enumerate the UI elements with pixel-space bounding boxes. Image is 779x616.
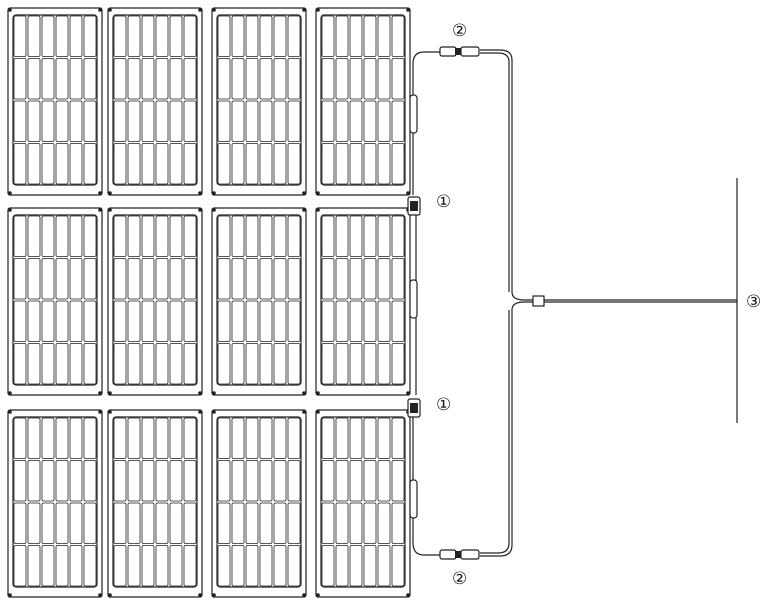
panel-array-1 [8,8,410,195]
grommet-icon [198,593,202,597]
solar-panel-arrays [8,8,410,597]
array-connector-icon [408,197,420,215]
grommet-icon [212,208,216,212]
mc4-connector-icon [440,550,479,559]
grommet-icon [98,191,102,195]
grommet-icon [98,410,102,414]
grommet-icon [108,191,112,195]
grommet-icon [406,191,410,195]
solar-panel [108,410,202,597]
grommet-icon [302,191,306,195]
grommet-icon [302,8,306,12]
grommet-icon [108,208,112,212]
mc4-connector-icon [440,47,479,56]
solar-panel [8,208,102,395]
cable-segment [480,53,509,292]
connectors [408,47,544,559]
grommet-icon [108,391,112,395]
cable-segment [480,50,512,292]
callout-connector-1-bottom: ① [436,395,451,415]
grommet-icon [198,8,202,12]
grommet-icon [406,8,410,12]
grommet-icon [406,593,410,597]
panel-array-3 [8,410,410,597]
grommet-icon [212,410,216,414]
inline-fuse-icon [410,95,417,133]
solar-panel [8,8,102,195]
grommet-icon [8,391,12,395]
grommet-icon [198,191,202,195]
grommet-icon [198,208,202,212]
grommet-icon [316,410,320,414]
grommet-icon [108,8,112,12]
grommet-icon [302,391,306,395]
grommet-icon [302,410,306,414]
grommet-icon [8,410,12,414]
solar-panel [8,410,102,597]
cable-segment [512,292,534,300]
grommet-icon [108,593,112,597]
grommet-icon [302,208,306,212]
grommet-icon [8,208,12,212]
grommet-icon [212,191,216,195]
grommet-icon [108,410,112,414]
solar-panel [316,8,410,195]
grommet-icon [98,391,102,395]
solar-panel [316,410,410,597]
inline-fuse-icon [410,480,417,518]
grommet-icon [316,208,320,212]
grommet-icon [8,191,12,195]
callout-connector-1-top: ① [436,192,451,212]
cable-segment [512,302,534,310]
solar-panel [212,208,306,395]
y-branch-junction-icon [533,296,544,306]
array-connector-icon [408,399,420,417]
solar-panel [316,208,410,395]
solar-panel [108,8,202,195]
grommet-icon [198,391,202,395]
grommet-icon [8,593,12,597]
grommet-icon [198,410,202,414]
grommet-icon [212,391,216,395]
grommet-icon [98,593,102,597]
cable-wiring [413,50,737,556]
callout-output-3: ③ [746,292,761,312]
grommet-icon [302,593,306,597]
solar-panel [212,410,306,597]
solar-panel [108,208,202,395]
grommet-icon [316,391,320,395]
cable-segment [480,310,509,553]
grommet-icon [316,593,320,597]
grommet-icon [406,391,410,395]
grommet-icon [212,8,216,12]
cable-segment [480,310,512,556]
grommet-icon [8,8,12,12]
grommet-icon [98,208,102,212]
grommet-icon [98,8,102,12]
grommet-icon [316,8,320,12]
grommet-icon [212,593,216,597]
inline-fuse-icon [410,280,417,318]
callout-connector-2-top: ② [452,21,467,41]
grommet-icon [316,191,320,195]
callout-connector-2-bottom: ② [452,569,467,589]
panel-array-2 [8,208,410,395]
solar-panel [212,8,306,195]
